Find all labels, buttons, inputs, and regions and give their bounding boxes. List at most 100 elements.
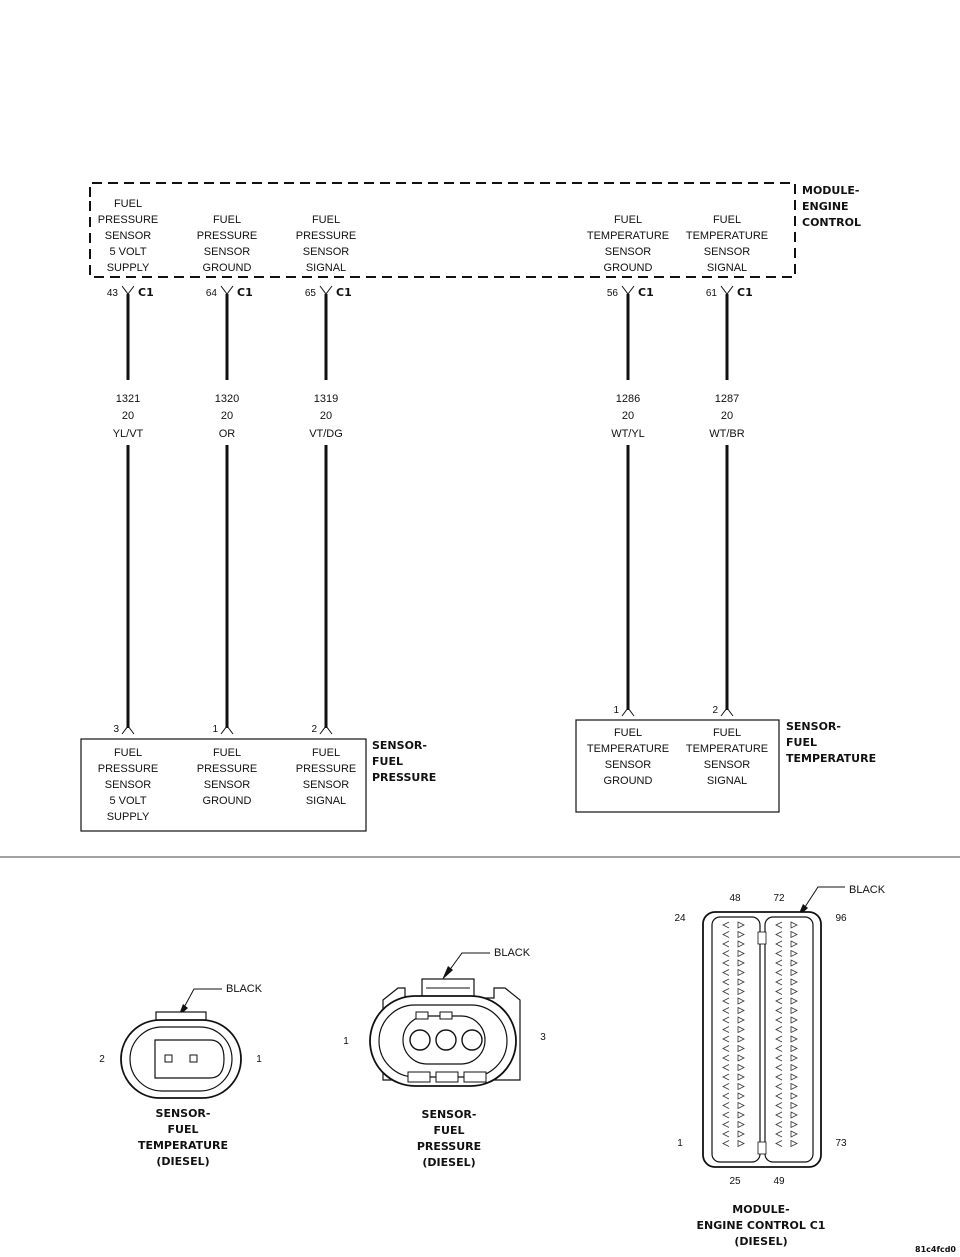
pcm-cavity-left-glyph xyxy=(775,1092,783,1100)
pcm-cavity-right-glyph xyxy=(737,1101,745,1110)
ecm-label-text: SENSOR xyxy=(704,246,751,258)
pcm-cavity-right-glyph xyxy=(790,940,798,948)
pcm-cavity-right-glyph xyxy=(737,1044,745,1053)
pcm-cavity-right-glyph xyxy=(790,1016,798,1024)
pcm-cavity-left-glyph xyxy=(722,1092,730,1100)
pcm-cavity-left-glyph xyxy=(722,1007,730,1014)
pin-label: 1 xyxy=(677,1138,683,1149)
pcm-cavity-right-glyph xyxy=(790,1073,798,1081)
fp-label-text: PRESSURE xyxy=(296,763,357,775)
ft-label-text: TEMPERATURE xyxy=(686,743,768,755)
terminal-symbol xyxy=(319,285,333,295)
pcm-cavity-left-glyph xyxy=(775,988,783,995)
pcm-terminal-cavities xyxy=(722,921,798,1148)
pcm-cavity-right-glyph xyxy=(737,1111,745,1119)
pcm-cavity-right-glyph xyxy=(790,1139,798,1148)
pcm-cavity-left-glyph xyxy=(775,1007,783,1014)
terminal-symbol xyxy=(121,285,135,295)
ft-label-text: SIGNAL xyxy=(707,775,747,787)
pin-label: 96 xyxy=(835,913,847,924)
ecm-pin-number: 61 xyxy=(706,288,718,299)
wire-codes: 1321 20 YL/VT 1320 20 OR 1319 20 VT/DG 1… xyxy=(113,393,745,440)
wire-circuit: 1321 xyxy=(116,393,140,405)
terminal-symbol xyxy=(220,725,234,735)
pcm-cavity-right-glyph xyxy=(790,968,798,977)
insert-key xyxy=(415,1011,429,1020)
caption-line: MODULE- xyxy=(732,1203,789,1216)
pcm-cavity-right-glyph xyxy=(790,1082,798,1091)
pcm-cavity-left-glyph xyxy=(775,959,783,967)
pcm-cavity-left-glyph xyxy=(722,921,730,929)
fp-label-text: FUEL xyxy=(312,747,340,759)
ft-sensor-title-line3: TEMPERATURE xyxy=(786,752,876,765)
pcm-cavity-right-glyph xyxy=(790,1035,798,1043)
pcm-cavity-right-glyph xyxy=(737,1082,745,1091)
pcm-cavity-left-glyph xyxy=(775,1073,783,1081)
terminal-cavity xyxy=(164,1054,173,1063)
caption-line: PRESSURE xyxy=(417,1140,481,1153)
pcm-cavity-left-glyph xyxy=(775,1083,783,1090)
pcm-cavity-left-glyph xyxy=(722,1035,730,1043)
ecm-label-text: PRESSURE xyxy=(197,230,258,242)
pcm-cavity-left-glyph xyxy=(722,1111,730,1119)
fp-sensor-title-line2: FUEL xyxy=(372,755,403,768)
pcm-cavity-left-glyph xyxy=(775,940,783,948)
leader-arrowhead xyxy=(442,966,453,980)
fuel-temp-sensor-box xyxy=(575,719,780,813)
pcm-cavity-right-glyph xyxy=(790,949,798,958)
pcm-cavity-left-glyph xyxy=(722,931,730,938)
pcm-cavity-left-glyph xyxy=(775,1102,783,1109)
terminal-symbol xyxy=(621,285,635,295)
pcm-cavity-left-glyph xyxy=(775,1064,783,1071)
ecm-label-text: SENSOR xyxy=(105,230,152,242)
ecm-label-text: TEMPERATURE xyxy=(587,230,669,242)
pcm-cavity-left-glyph xyxy=(722,1102,730,1109)
ecm-label-text: 5 VOLT xyxy=(109,246,146,258)
ecm-label-text: FUEL xyxy=(713,214,741,226)
ecm-pin-number: 43 xyxy=(107,288,119,299)
sensor-pin-number: 1 xyxy=(212,724,218,735)
ecm-label-text: GROUND xyxy=(203,262,252,274)
pcm-cavity-right-glyph xyxy=(737,987,745,996)
pcm-cavity-right-glyph xyxy=(790,959,798,967)
terminal-cavity xyxy=(461,1029,483,1051)
caption-line: SENSOR- xyxy=(422,1108,477,1121)
ecm-label-col3: FUEL PRESSURE SENSOR SIGNAL xyxy=(296,214,357,274)
fp-label-text: SENSOR xyxy=(303,779,350,791)
pcm-cavity-right-glyph xyxy=(737,921,745,929)
fp-label-text: PRESSURE xyxy=(98,763,159,775)
terminal-symbol xyxy=(220,285,234,295)
pcm-cavity-left-glyph xyxy=(722,1083,730,1090)
pcm-c1-connector-view: BLACK 48 72 24 96 1 73 25 49 MODULE- ENG… xyxy=(674,884,885,1248)
pcm-key-top xyxy=(757,931,767,945)
caption-line: (DIESEL) xyxy=(422,1156,475,1169)
terminal-cavity xyxy=(409,1029,431,1051)
ft-label-text: FUEL xyxy=(614,727,642,739)
pcm-left-bank xyxy=(711,916,761,1163)
pcm-cavity-right-glyph xyxy=(790,997,798,1005)
pin-label: 49 xyxy=(773,1176,785,1187)
pcm-cavity-right-glyph xyxy=(737,1120,745,1129)
leader-line xyxy=(800,886,845,914)
pcm-cavity-right-glyph xyxy=(737,1006,745,1015)
ecm-label-text: SENSOR xyxy=(605,246,652,258)
wire-color: YL/VT xyxy=(113,428,144,440)
pcm-cavity-left-glyph xyxy=(775,1045,783,1052)
figure-id: 81c4fcd0 xyxy=(915,1245,956,1254)
pcm-cavity-left-glyph xyxy=(775,1140,783,1147)
ecm-label-col4: FUEL TEMPERATURE SENSOR GROUND xyxy=(587,214,669,274)
wire-gauge: 20 xyxy=(221,410,233,422)
ecm-label-text: SUPPLY xyxy=(107,262,150,274)
pin-label: 1 xyxy=(256,1054,262,1065)
pin-label: 24 xyxy=(674,913,686,924)
connector-id: C1 xyxy=(638,286,654,299)
pcm-cavity-right-glyph xyxy=(790,1101,798,1110)
pcm-cavity-left-glyph xyxy=(775,997,783,1005)
fuel-pressure-sensor-box xyxy=(80,738,367,832)
ecm-title-line2: ENGINE xyxy=(802,200,849,213)
ecm-label-text: TEMPERATURE xyxy=(686,230,768,242)
sensor-pin-number: 1 xyxy=(613,705,619,716)
pcm-cavity-right-glyph xyxy=(737,959,745,967)
pcm-cavity-right-glyph xyxy=(737,949,745,958)
pcm-cavity-left-glyph xyxy=(722,940,730,948)
